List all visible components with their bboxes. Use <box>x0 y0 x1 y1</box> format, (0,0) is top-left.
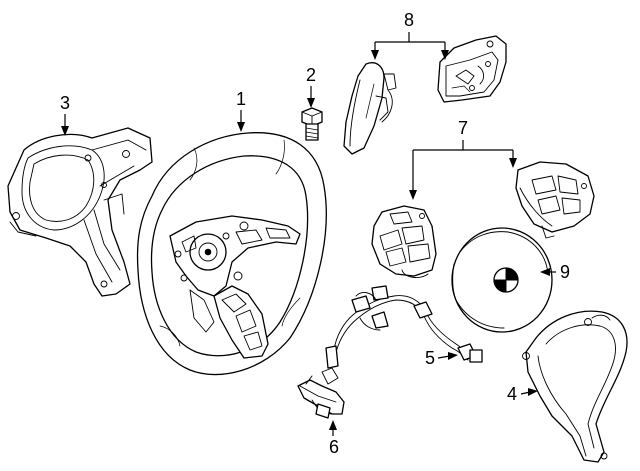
callout-9: 9 <box>560 262 570 282</box>
paddle-shifter-icon <box>343 35 507 155</box>
callout-5: 5 <box>425 348 435 368</box>
connector-icon <box>297 367 345 419</box>
airbag-module-icon <box>451 227 553 333</box>
callout-8: 8 <box>404 10 414 30</box>
steering-wheel-icon <box>136 132 327 376</box>
callout-7: 7 <box>458 118 468 138</box>
wiring-harness-icon <box>325 285 483 369</box>
callout-3: 3 <box>60 93 70 113</box>
switch-assembly-icon <box>371 161 595 278</box>
callout-6: 6 <box>329 437 339 457</box>
callout-labels: 1 2 3 4 5 6 7 8 9 <box>60 10 570 457</box>
callout-1: 1 <box>236 89 246 109</box>
spoke-trim-cover-icon <box>522 310 628 463</box>
callout-4: 4 <box>507 384 517 404</box>
leader-lines <box>61 32 556 436</box>
lower-trim-cover-icon <box>7 127 153 297</box>
callout-2: 2 <box>306 65 316 85</box>
bolt-icon <box>301 107 323 141</box>
